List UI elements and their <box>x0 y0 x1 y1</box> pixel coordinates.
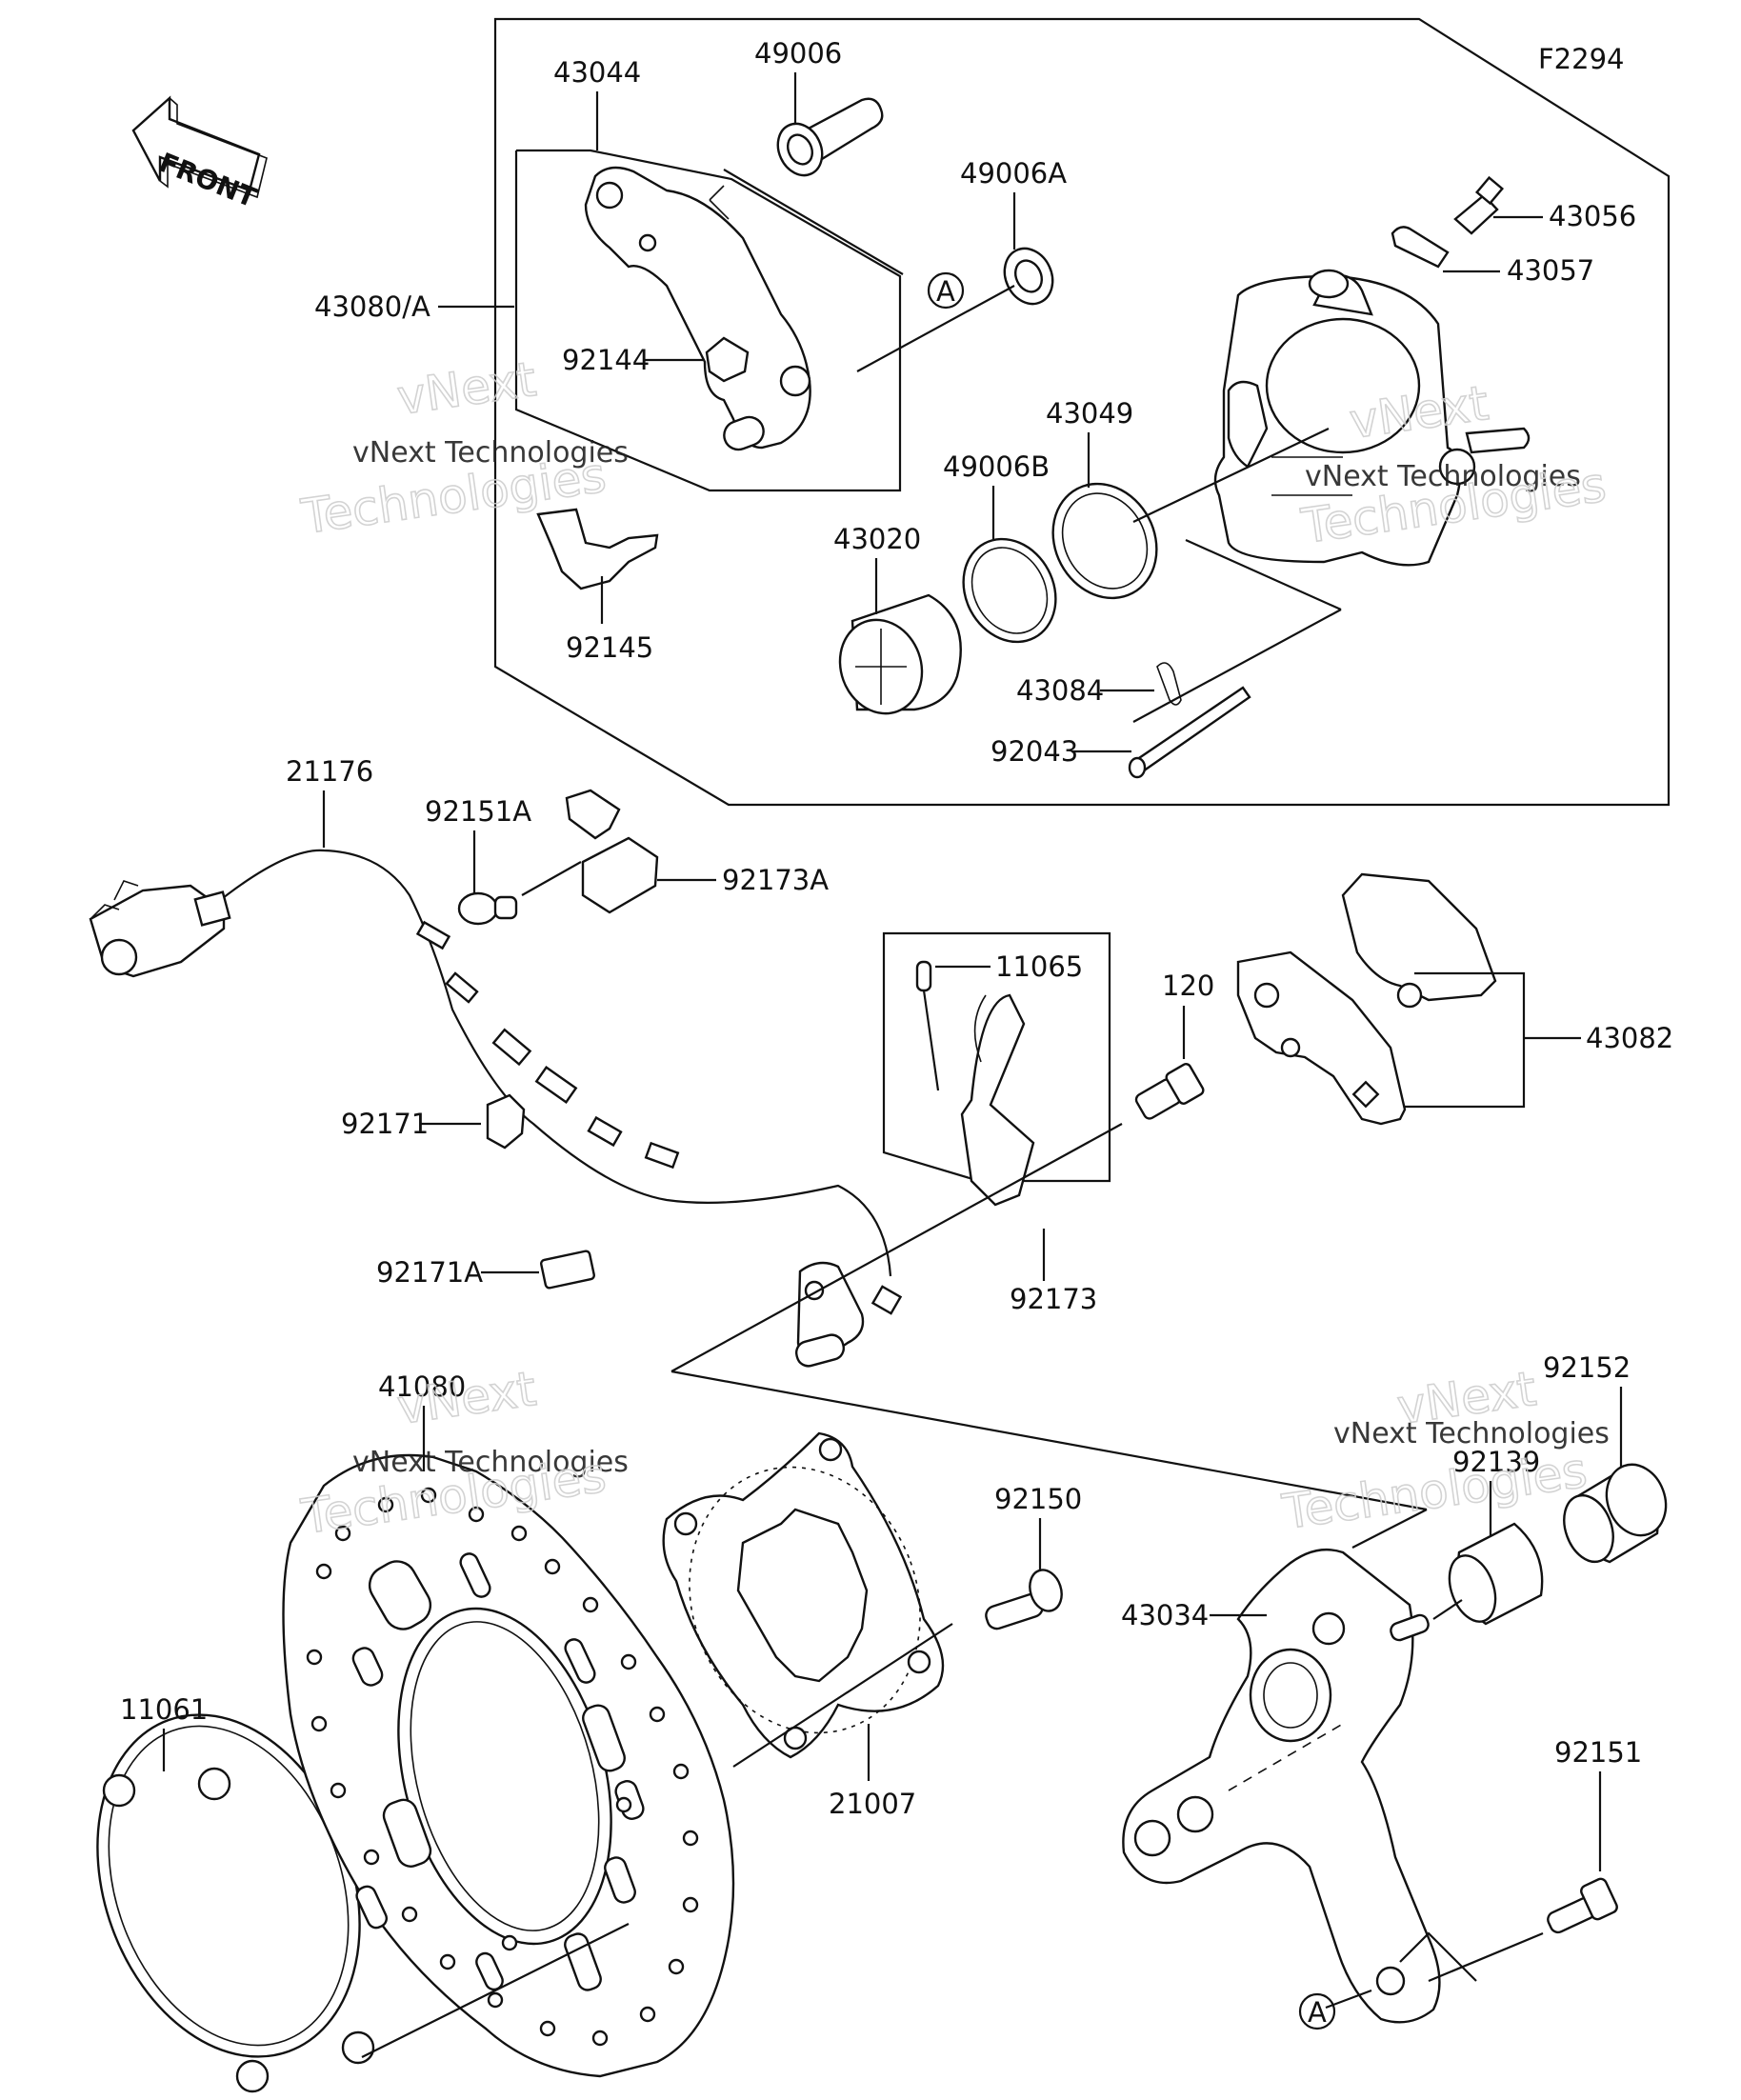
collar-92152 <box>1563 1463 1668 1564</box>
sensor-rotor <box>662 1431 945 1759</box>
clip-92171 <box>486 1093 526 1150</box>
watermark-line2-a: vNext Technologies <box>352 436 629 470</box>
label-92043: 92043 <box>991 735 1078 768</box>
label-92171: 92171 <box>341 1108 429 1140</box>
label-92171A: 92171A <box>376 1256 483 1289</box>
bleeder-valve <box>1453 175 1505 235</box>
bolt-92151 <box>1547 1877 1618 1934</box>
ref-marker-top: A <box>936 275 955 308</box>
bleeder-cap <box>1391 226 1450 269</box>
label-43084: 43084 <box>1016 674 1104 707</box>
front-arrow-icon: FRONT <box>131 95 268 214</box>
watermark-line2-b: vNext Technologies <box>1305 460 1581 493</box>
watermark-line3-d: Technologies <box>1279 1443 1591 1540</box>
ref-marker-bottom: A <box>1308 1996 1327 2029</box>
leader-line <box>1428 1931 1544 1983</box>
label-92151: 92151 <box>1554 1736 1642 1769</box>
label-92152: 92152 <box>1543 1351 1631 1384</box>
pad-pin <box>1131 686 1251 775</box>
caliper-bracket <box>584 166 811 451</box>
brake-disc <box>282 1453 735 2078</box>
label-92173: 92173 <box>1010 1283 1097 1315</box>
label-43044: 43044 <box>553 56 641 89</box>
boot-49006A <box>1003 247 1054 306</box>
label-43080A: 43080/A <box>314 290 430 323</box>
leader-line <box>732 1623 953 1768</box>
leader-line <box>1185 538 1342 611</box>
label-21007: 21007 <box>829 1788 916 1820</box>
label-92150: 92150 <box>994 1483 1082 1515</box>
label-49006B: 49006B <box>943 450 1050 483</box>
leader-line <box>670 1370 1428 1511</box>
leader-line <box>361 1923 630 2058</box>
bracket-group-outline <box>514 149 902 492</box>
leader-line <box>1132 609 1342 723</box>
clip-92171A <box>539 1250 596 1290</box>
label-92144: 92144 <box>562 344 650 376</box>
dust-seal-49006B <box>962 537 1057 644</box>
slide-pin-49006 <box>776 97 884 177</box>
label-92151A: 92151A <box>425 795 531 828</box>
leader-line <box>670 1123 1123 1372</box>
label-43020: 43020 <box>833 523 921 555</box>
piston <box>838 593 962 715</box>
label-49006: 49006 <box>754 37 842 70</box>
figure-code: F2294 <box>1538 43 1624 75</box>
label-43034: 43034 <box>1121 1599 1209 1631</box>
watermark-line1-a: vNext <box>394 351 540 426</box>
label-43056: 43056 <box>1549 200 1636 232</box>
ref-marker-circle <box>1298 1992 1336 2030</box>
piston-seal-43049 <box>1051 482 1158 600</box>
sensor-bracket-92173 <box>915 960 1035 1207</box>
leader-line <box>1351 1509 1428 1549</box>
watermark-line2-d: vNext Technologies <box>1333 1417 1610 1450</box>
label-21176: 21176 <box>286 755 373 788</box>
bolt-120 <box>1134 1063 1205 1120</box>
pad-spring <box>536 508 659 590</box>
collar-92139 <box>1448 1522 1544 1626</box>
label-41080: 41080 <box>378 1370 466 1403</box>
label-43049: 43049 <box>1046 397 1133 430</box>
screw-92151A <box>457 891 518 926</box>
label-120: 120 <box>1162 970 1214 1002</box>
sensor-clamp-92173A <box>565 789 659 914</box>
label-92139: 92139 <box>1452 1446 1540 1478</box>
gasket <box>96 1713 375 2093</box>
abs-sensor-head <box>794 1261 903 1368</box>
ref-marker-circle <box>927 271 965 310</box>
label-92145: 92145 <box>566 631 653 664</box>
label-43082: 43082 <box>1586 1022 1673 1054</box>
label-11065: 11065 <box>995 950 1083 983</box>
watermark-line2-c: vNext Technologies <box>352 1446 629 1479</box>
label-11061: 11061 <box>120 1693 208 1726</box>
brake-pads <box>1236 872 1497 1126</box>
label-92173A: 92173A <box>722 864 829 896</box>
leader-line <box>723 169 904 275</box>
clip-92144 <box>705 336 750 383</box>
leader-line <box>856 285 1015 372</box>
caliper-body <box>1213 269 1531 567</box>
bolt-92150 <box>985 1569 1063 1630</box>
sensor-bracket-group-outline <box>882 931 1111 1183</box>
abs-sensor <box>89 849 892 1277</box>
leader-line <box>1132 428 1330 523</box>
caliper-holder <box>1122 1549 1441 2024</box>
caliper-assembly-boundary <box>493 17 1671 807</box>
label-43057: 43057 <box>1507 254 1594 287</box>
label-49006A: 49006A <box>960 157 1067 190</box>
r-clip <box>1156 662 1182 706</box>
